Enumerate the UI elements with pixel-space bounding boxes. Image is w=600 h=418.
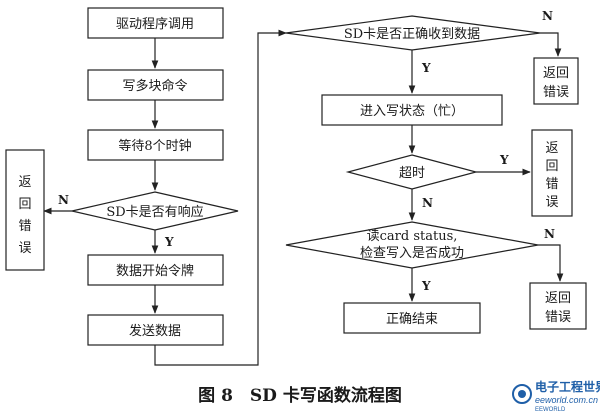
error-left-char-4: 误 [18, 241, 31, 256]
box-correct-end-label: 正确结束 [386, 312, 438, 327]
watermark-logo-dot [518, 390, 526, 398]
box-data-start-token [87, 254, 224, 286]
decision-check-write-line-2: 检查写入是否成功 [360, 246, 464, 261]
connector-left-to-right [154, 29, 287, 366]
box-send-data [87, 314, 224, 346]
error-left-char-1: 返 [18, 175, 31, 190]
watermark-logo-icon [512, 384, 532, 404]
decision-data-received-label: SD卡是否正确收到数据 [344, 27, 480, 42]
decision-check-write-line-1: 读card status, [367, 229, 458, 244]
error-c-line-2: 错误 [545, 310, 571, 325]
label-yes-2: Y [421, 61, 431, 75]
box-send-data-label: 发送数据 [129, 323, 181, 339]
error-a-line-1: 返回 [543, 66, 569, 81]
box-wait-8-clocks-label: 等待8个时钟 [118, 138, 191, 154]
box-error-b [531, 129, 573, 217]
error-a-line-2: 错误 [543, 85, 569, 100]
error-b-char-1: 返 [545, 141, 558, 156]
right-column: SD卡是否正确收到数据 N 返回 错误 Y 进入写状态（忙） 超时 Y 返 回 … [285, 9, 587, 334]
box-error-left [5, 149, 45, 271]
figure-caption: 图 8 SD 卡写函数流程图 [198, 385, 402, 406]
box-driver-call-label: 驱动程序调用 [116, 17, 194, 32]
label-yes-1: Y [164, 235, 174, 249]
watermark-title: 电子工程世界 [535, 379, 600, 394]
box-error-c [529, 282, 587, 330]
watermark-sub: EEWORLD [535, 407, 566, 413]
box-driver-call [87, 7, 224, 39]
error-b-char-2: 回 [545, 159, 558, 174]
arrow-no-2 [540, 32, 562, 57]
watermark-url: eeworld.com.cn [535, 395, 598, 405]
box-write-state-busy [321, 94, 503, 126]
label-no-2: N [542, 9, 553, 23]
label-yes-timeout: Y [499, 153, 509, 167]
label-no-1: N [58, 193, 69, 207]
box-error-a [533, 57, 579, 105]
box-data-start-token-label: 数据开始令牌 [116, 263, 194, 279]
decision-timeout-label: 超时 [399, 166, 425, 181]
error-c-line-1: 返回 [545, 291, 571, 306]
arrow-no-check [538, 244, 564, 282]
decision-card-response-label: SD卡是否有响应 [106, 204, 203, 220]
box-write-multiblock-label: 写多块命令 [122, 78, 187, 94]
error-b-char-4: 误 [545, 195, 558, 210]
box-correct-end [343, 302, 481, 334]
box-wait-8-clocks [87, 129, 224, 161]
box-write-multiblock [87, 69, 224, 101]
label-no-timeout: N [422, 196, 433, 210]
box-write-state-busy-label: 进入写状态（忙） [360, 104, 464, 119]
label-no-check: N [544, 227, 555, 241]
label-yes-check: Y [421, 279, 431, 293]
error-left-char-2: 回 [18, 197, 31, 212]
eeworld-watermark: 电子工程世界 eeworld.com.cn EEWORLD [512, 379, 600, 413]
left-column: 驱动程序调用 写多块命令 等待8个时钟 SD卡是否有响应 N 返 回 错 误 Y… [5, 7, 239, 346]
error-b-char-3: 错 [545, 177, 558, 192]
error-left-char-3: 错 [18, 219, 31, 234]
